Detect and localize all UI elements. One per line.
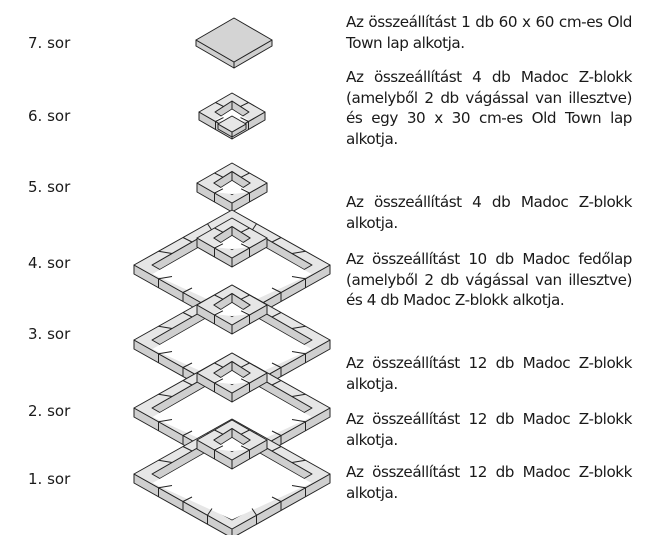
row-label-1: 1. sor: [28, 470, 71, 488]
row-label-3: 3. sor: [28, 325, 71, 343]
layer-5-frame: [196, 162, 268, 213]
layer-2-inner-frame: [196, 352, 268, 403]
row-description-1: Az összeállítást 12 db Madoc Z-blokk alk…: [346, 463, 632, 502]
row-label-4: 4. sor: [28, 254, 71, 272]
layer-3-inner-frame: [196, 284, 268, 335]
row-description-2: Az összeállítást 12 db Madoc Z-blokk alk…: [346, 410, 632, 449]
row-description-3: Az összeállítást 12 db Madoc Z-blokk alk…: [346, 354, 632, 393]
row-label-6: 6. sor: [28, 107, 71, 125]
row-description-6: Az összeállítást 4 db Madoc Z-blokk (ame…: [346, 68, 632, 148]
row-description-7: Az összeállítást 1 db 60 x 60 cm-es Old …: [346, 13, 632, 52]
row-label-2: 2. sor: [28, 402, 71, 420]
row-label-7: 7. sor: [28, 34, 71, 52]
layer-1-inner-frame: [196, 419, 268, 470]
layer-4-outer-frame: [133, 209, 331, 330]
row-description-5: Az összeállítást 4 db Madoc Z-blokk alko…: [346, 193, 632, 232]
layer-6-center-slab: [217, 115, 247, 138]
layer-7-slab: [195, 17, 273, 69]
layer-4-inner-frame: [196, 217, 268, 268]
row-label-5: 5. sor: [28, 178, 71, 196]
row-description-4: Az összeállítást 10 db Madoc fedőlap (am…: [346, 250, 632, 309]
